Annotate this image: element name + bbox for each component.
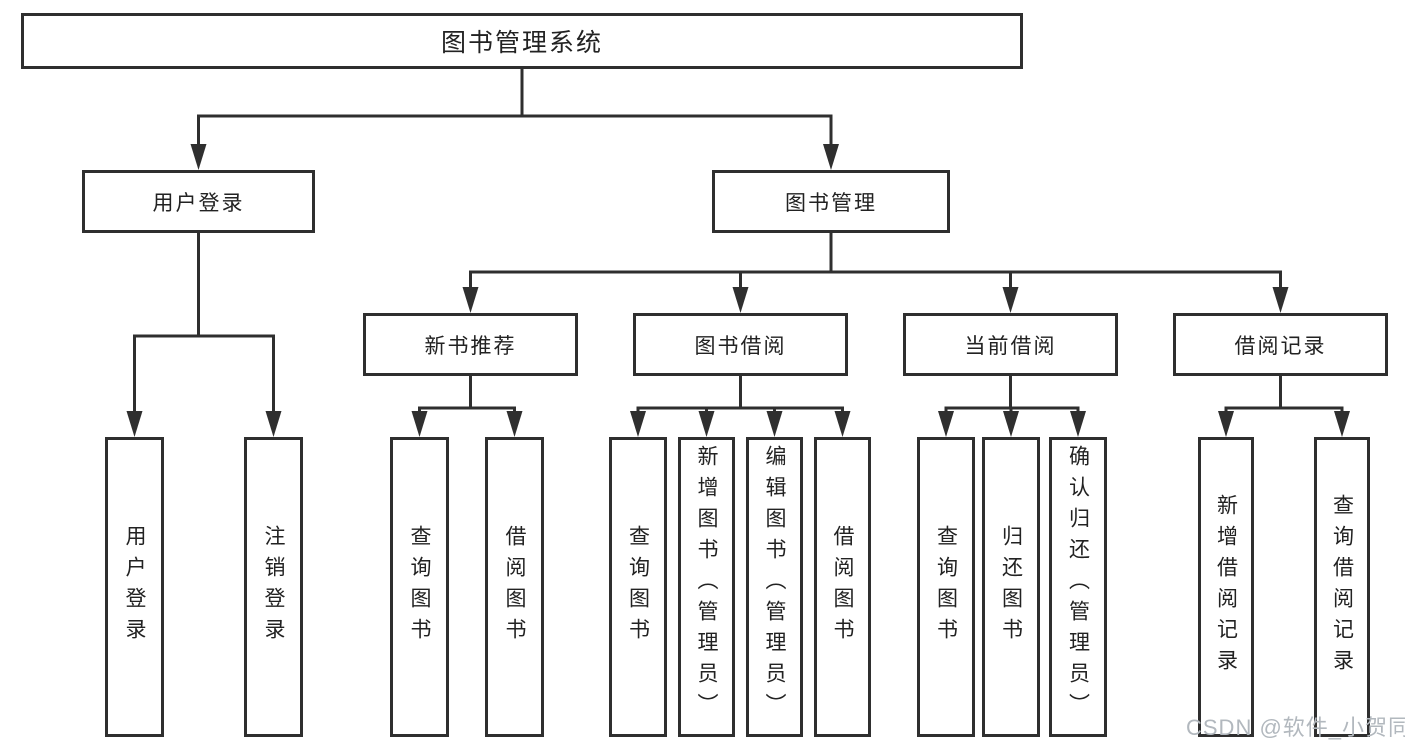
node-confirm-return-admin: 确认归还（管理员） [1049,437,1107,737]
node-label: 借阅图书 [503,525,526,649]
node-label: 新书推荐 [424,334,517,358]
node-add-books-admin: 新增图书（管理员） [678,437,735,737]
node-label: 新增借阅记录 [1214,494,1238,680]
node-add-borrow-record: 新增借阅记录 [1198,437,1254,737]
node-query-books-1: 查询图书 [390,437,449,737]
node-logout-leaf: 注销登录 [244,437,303,737]
node-user-login: 用户登录 [82,170,315,233]
node-current-borrow: 当前借阅 [903,313,1118,376]
node-library-management-system: 图书管理系统 [21,13,1023,69]
node-user-login-leaf: 用户登录 [105,437,164,737]
node-label: 借阅记录 [1234,334,1327,358]
node-label: 查询图书 [626,525,650,649]
node-book-borrow: 图书借阅 [633,313,848,376]
node-book-management: 图书管理 [712,170,950,233]
node-query-books-2: 查询图书 [609,437,667,737]
node-edit-books-admin: 编辑图书（管理员） [746,437,803,737]
node-label: 归还图书 [999,525,1023,649]
node-query-books-3: 查询图书 [917,437,975,737]
node-label: 用户登录 [123,525,146,649]
node-label: 图书管理 [785,191,877,215]
node-label: 编辑图书（管理员） [763,445,786,724]
node-borrow-books-2: 借阅图书 [814,437,871,737]
node-return-books: 归还图书 [982,437,1040,737]
csdn-watermark: CSDN @软件_小贺同学 [1186,715,1405,740]
node-label: 注销登录 [262,525,285,649]
node-label: 用户登录 [152,191,245,215]
node-borrow-books-1: 借阅图书 [485,437,544,737]
node-label: 当前借阅 [964,334,1057,358]
node-query-borrow-record: 查询借阅记录 [1314,437,1370,737]
node-label: 查询图书 [408,525,431,649]
node-label: 借阅图书 [831,525,854,649]
node-label: 查询借阅记录 [1330,494,1354,680]
node-new-book-recommend: 新书推荐 [363,313,578,376]
node-label: 图书管理系统 [440,29,603,57]
node-borrow-records: 借阅记录 [1173,313,1388,376]
node-label: 查询图书 [934,525,958,649]
node-label: 图书借阅 [694,334,787,358]
node-label: 新增图书（管理员） [695,445,718,724]
node-label: 确认归还（管理员） [1066,445,1090,724]
